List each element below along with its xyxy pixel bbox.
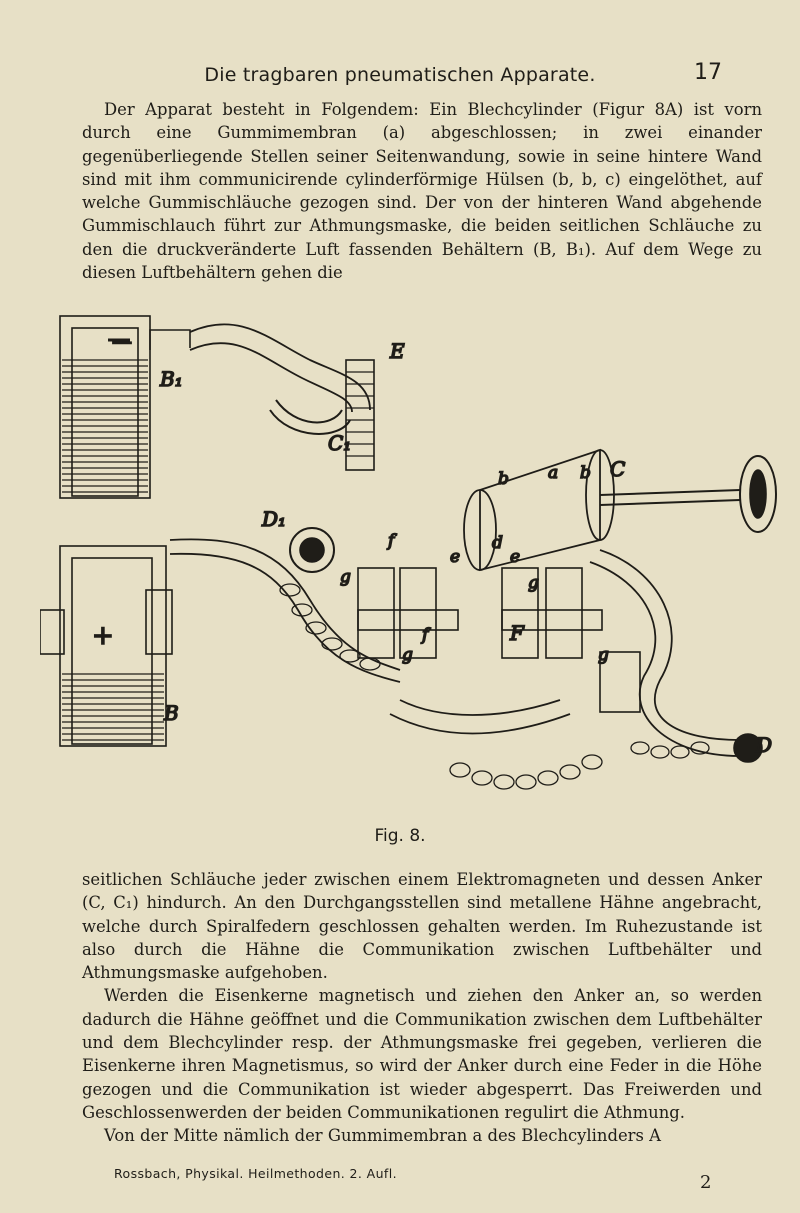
label-a: a [548,463,558,483]
paragraph-top: Der Apparat besteht in Folgendem: Ein Bl… [82,100,762,283]
label-C: C [610,457,625,481]
switch-disk-d1 [289,527,335,573]
paragraph-bottom-3: Von der Mitte nämlich der Gummimembran a… [104,1126,661,1146]
figure-8-illustration: B₁ B D₁ D E C₁ C F a b b e e d f f g g g… [40,315,777,790]
label-g2: g [528,573,539,593]
lower-air-container [40,545,173,747]
footer-reference: Rossbach, Physikal. Heilmethoden. 2. Auf… [114,1166,397,1181]
label-D1: D₁ [261,507,286,531]
label-b1: b [580,463,591,483]
label-F: F [509,621,525,645]
label-g4: g [598,645,609,665]
figure-caption: Fig. 8. [374,826,426,846]
blech-cylinder [463,448,777,572]
paragraph-bottom-2: Werden die Eisenkerne magnetisch und zie… [82,986,762,1122]
label-f2: f [420,625,431,645]
printer-signature: 2 [700,1172,712,1193]
label-g1: g [340,567,351,587]
label-C1: C₁ [328,431,351,455]
electromagnet-upper [269,359,375,471]
label-b: b [498,469,509,489]
label-e1: e [450,547,460,567]
label-d: d [492,533,503,553]
page-number: 17 [694,60,722,85]
paragraph-bottom-1: seitlichen Schläuche jeder zwischen eine… [82,870,762,983]
spiral-spring-left [279,583,381,671]
label-D: D [755,733,772,757]
label-B: B [163,701,179,725]
spiral-spring-bottom [449,754,603,790]
label-e2: e [510,547,520,567]
label-minus: — [112,329,132,353]
label-B1: B₁ [159,367,183,391]
electromagnet-center [357,567,641,713]
label-g3: g [402,645,413,665]
label-f1: f [386,531,397,551]
paragraph-bottom: seitlichen Schläuche jeder zwischen eine… [82,868,762,1148]
label-E: E [389,339,405,363]
upper-air-container [59,315,191,499]
running-head: Die tragbaren pneumatischen Apparate. [204,64,596,86]
label-plus: + [92,621,114,651]
